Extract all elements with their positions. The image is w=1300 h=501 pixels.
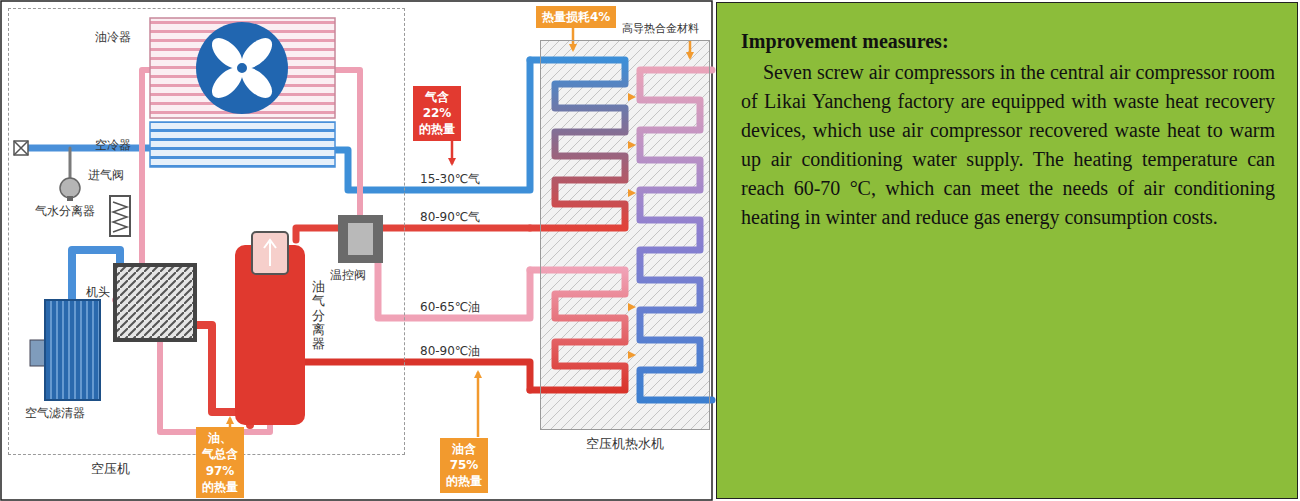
fan-disk bbox=[196, 22, 288, 114]
gas-water-separator bbox=[60, 178, 80, 201]
exchanger-coils bbox=[530, 60, 712, 400]
inlet-valve-box bbox=[14, 141, 28, 155]
callout-text: 气含 22%的热量 bbox=[419, 89, 455, 138]
hot-air-pipe bbox=[296, 228, 530, 240]
oil-coil bbox=[530, 270, 625, 390]
compressor-head bbox=[115, 265, 195, 340]
panel-title: Improvement measures: bbox=[741, 27, 1275, 56]
heat-callout: 油含 75%的热量 bbox=[440, 438, 488, 493]
part-label: 空冷器 bbox=[95, 138, 131, 152]
panel-body: Seven screw air compressors in the centr… bbox=[741, 58, 1275, 232]
oil-cooler-core bbox=[150, 18, 335, 118]
heat-callout: 热量损耗4% bbox=[536, 6, 616, 28]
part-label: 气水分离器 bbox=[35, 204, 95, 218]
heat-transfer-arrows bbox=[628, 93, 636, 359]
part-label: 油冷器 bbox=[95, 30, 131, 44]
heat-callout: 气含 22%的热量 bbox=[413, 86, 461, 141]
intake-valve bbox=[110, 196, 130, 236]
temperature-label: 15-30℃气 bbox=[420, 172, 480, 186]
air-filter bbox=[30, 300, 100, 400]
temperature-label: 80-90℃气 bbox=[420, 210, 480, 224]
compressor-frame: 空压机 bbox=[8, 8, 405, 455]
air-inlet-pipe bbox=[28, 145, 150, 152]
left-border bbox=[1, 1, 712, 500]
hot-oil-pipe bbox=[305, 362, 530, 390]
part-label: 机头 bbox=[86, 285, 110, 299]
water-coil bbox=[640, 70, 712, 400]
box-heading: 空压机热水机 bbox=[541, 435, 709, 453]
part-label: 温控阀 bbox=[330, 268, 366, 282]
intake-pipe bbox=[72, 250, 120, 300]
callout-text: 油、气总含 97%的热量 bbox=[202, 430, 238, 495]
part-label: 空气滤清器 bbox=[25, 406, 85, 420]
material-label: 高导热合金材料 bbox=[622, 22, 699, 35]
part-label: 油气分离器 bbox=[312, 280, 325, 351]
heat-exchanger-box: 空压机热水机 bbox=[540, 40, 710, 430]
temperature-label: 80-90℃油 bbox=[420, 344, 480, 358]
temperature-label: 60-65℃油 bbox=[420, 300, 480, 314]
oil-to-cooler-pipe bbox=[335, 70, 360, 215]
oil-gas-separator bbox=[235, 232, 305, 425]
callout-text: 油含 75%的热量 bbox=[446, 441, 482, 490]
warm-oil-pipe bbox=[378, 262, 530, 318]
oil-cooler bbox=[150, 18, 335, 118]
callout-arrows bbox=[230, 27, 690, 439]
box-heading: 空压机 bbox=[91, 460, 130, 478]
fan-blades bbox=[207, 33, 278, 104]
cool-air-pipe bbox=[335, 60, 530, 190]
separator-stem bbox=[69, 148, 72, 178]
air-coil bbox=[530, 60, 625, 228]
text-panel: Improvement measures:Seven screw air com… bbox=[716, 2, 1298, 499]
thermostatic-valve bbox=[338, 215, 383, 263]
part-label: 进气阀 bbox=[88, 168, 124, 182]
callout-text: 热量损耗4% bbox=[542, 9, 610, 25]
air-cooler bbox=[150, 122, 335, 167]
heat-callout: 油、气总含 97%的热量 bbox=[196, 427, 244, 498]
